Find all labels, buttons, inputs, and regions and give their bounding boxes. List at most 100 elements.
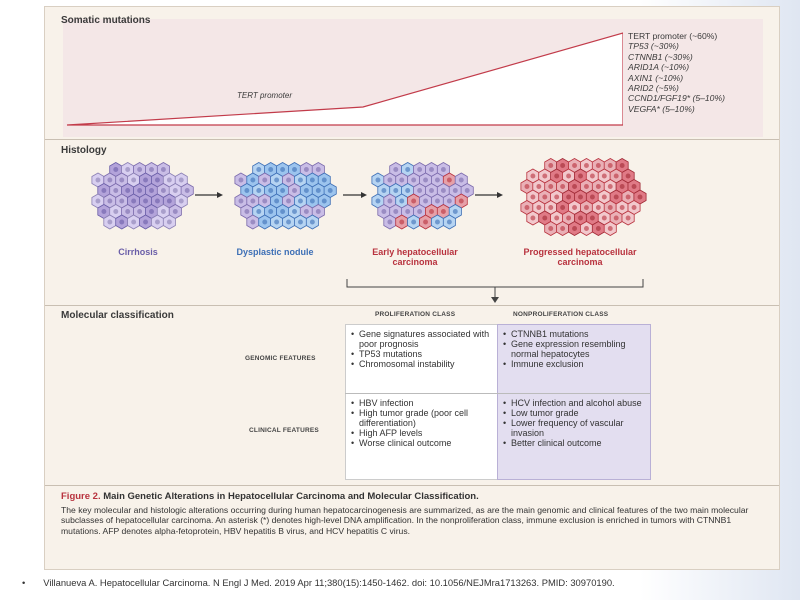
cell-nucleus [458, 177, 464, 183]
cell-nucleus [107, 219, 113, 225]
cell-nucleus [572, 226, 577, 231]
cell-nucleus [298, 198, 303, 204]
cell-nucleus [125, 167, 131, 172]
cell-nucleus [584, 163, 589, 168]
cell-nucleus [548, 184, 554, 189]
cell-nucleus [464, 188, 470, 193]
mutation-item: CTNNB1 (~30%) [628, 51, 693, 62]
cell-nucleus [607, 163, 613, 168]
figure-panel: Somatic mutations TERT promoter TERT pro… [44, 6, 780, 570]
cell-nucleus [572, 163, 577, 168]
cell-nucleus [292, 167, 297, 172]
cell-nucleus [423, 219, 428, 225]
cell-nucleus [589, 173, 595, 179]
cell-nucleus [274, 219, 280, 225]
feature-item: Immune exclusion [503, 359, 647, 369]
cell-nucleus [578, 173, 583, 179]
cell-nucleus [155, 177, 160, 183]
cell-nucleus [303, 209, 309, 214]
cell-nucleus [446, 198, 452, 204]
figure-title: Main Genetic Alterations in Hepatocellul… [103, 491, 479, 502]
cell-nucleus [375, 177, 381, 183]
cell-nucleus [542, 173, 548, 179]
cell-nucleus [619, 205, 625, 210]
cell-nucleus [601, 215, 607, 221]
cell-nucleus [440, 209, 446, 214]
cell-nucleus [566, 194, 572, 200]
cell-nucleus [250, 177, 256, 183]
cell-nucleus [440, 188, 446, 193]
citation: •Villanueva A. Hepatocellular Carcinoma.… [22, 577, 615, 588]
cell-nucleus [572, 205, 577, 210]
cell-nucleus [256, 167, 262, 172]
cell-nucleus [149, 167, 154, 172]
cell-nucleus [292, 188, 297, 193]
feature-item: HBV infection [351, 398, 495, 408]
cell-nucleus [387, 177, 393, 183]
cell-nucleus [286, 219, 291, 225]
cell-nucleus [560, 163, 566, 168]
cell-nucleus [125, 188, 131, 193]
cell-nucleus [155, 198, 160, 204]
cell-nucleus [280, 209, 286, 214]
cell-nucleus [625, 194, 631, 200]
cell-nucleus [446, 177, 452, 183]
mutation-list: TERT promoter (~60%)TP53 (~30%)CTNNB1 (~… [628, 31, 778, 114]
cell-nucleus [286, 177, 291, 183]
cell-nucleus [595, 205, 601, 210]
cell-nucleus [256, 209, 262, 214]
molecular-title: Molecular classification [61, 310, 174, 321]
arrow-head [361, 192, 367, 198]
cell-nucleus [625, 173, 631, 179]
cell-nucleus [607, 205, 613, 210]
cell-nucleus [530, 194, 536, 200]
cell-nucleus [262, 198, 268, 204]
cell-nucleus [274, 177, 280, 183]
cell-nucleus [595, 184, 601, 189]
cell-nucleus [584, 226, 589, 231]
cell-nucleus [268, 188, 274, 193]
cell-nucleus [143, 198, 148, 204]
cell-nucleus [184, 188, 190, 193]
cell-nucleus [440, 167, 446, 172]
cell-nucleus [160, 209, 166, 214]
cell-nucleus [554, 215, 560, 221]
cell-nucleus [143, 219, 148, 225]
cell-nucleus [399, 177, 405, 183]
nonproliferation-clinical-cell: HCV infection and alcohol abuseLow tumor… [503, 398, 647, 448]
cell-nucleus [429, 209, 434, 214]
cell-nucleus [601, 194, 607, 200]
cell-nucleus [321, 198, 327, 204]
somatic-title: Somatic mutations [61, 15, 151, 26]
cell-nucleus [381, 209, 387, 214]
cell-nucleus [262, 219, 268, 225]
cell-nucleus [399, 198, 405, 204]
cell-nucleus [458, 198, 464, 204]
caption-title: Figure 2. Main Genetic Alterations in He… [61, 491, 479, 502]
cell-nucleus [595, 226, 601, 231]
cell-nucleus [119, 219, 125, 225]
cell-nucleus [613, 215, 619, 221]
cell-nucleus [166, 219, 172, 225]
arrow-head [497, 192, 503, 198]
divider-2 [45, 305, 779, 306]
cell-nucleus [536, 184, 542, 189]
divider-1 [45, 139, 779, 140]
cell-nucleus [536, 205, 542, 210]
cell-nucleus [393, 209, 399, 214]
cell-nucleus [309, 198, 315, 204]
cell-nucleus [315, 167, 321, 172]
feature-item: Gene expression resembling normal hepato… [503, 339, 647, 359]
mutation-item: AXIN1 (~10%) [628, 72, 684, 83]
cell-nucleus [315, 188, 321, 193]
cell-nucleus [417, 209, 423, 214]
cell-nucleus [435, 177, 440, 183]
mutation-wedge [66, 32, 623, 126]
clinical-features-label: CLINICAL FEATURES [249, 427, 319, 434]
cell-nucleus [131, 198, 137, 204]
cell-nucleus [619, 184, 625, 189]
cell-nucleus [429, 167, 434, 172]
histology-illustration [91, 158, 647, 236]
cell-nucleus [452, 209, 458, 214]
cell-nucleus [589, 215, 595, 221]
